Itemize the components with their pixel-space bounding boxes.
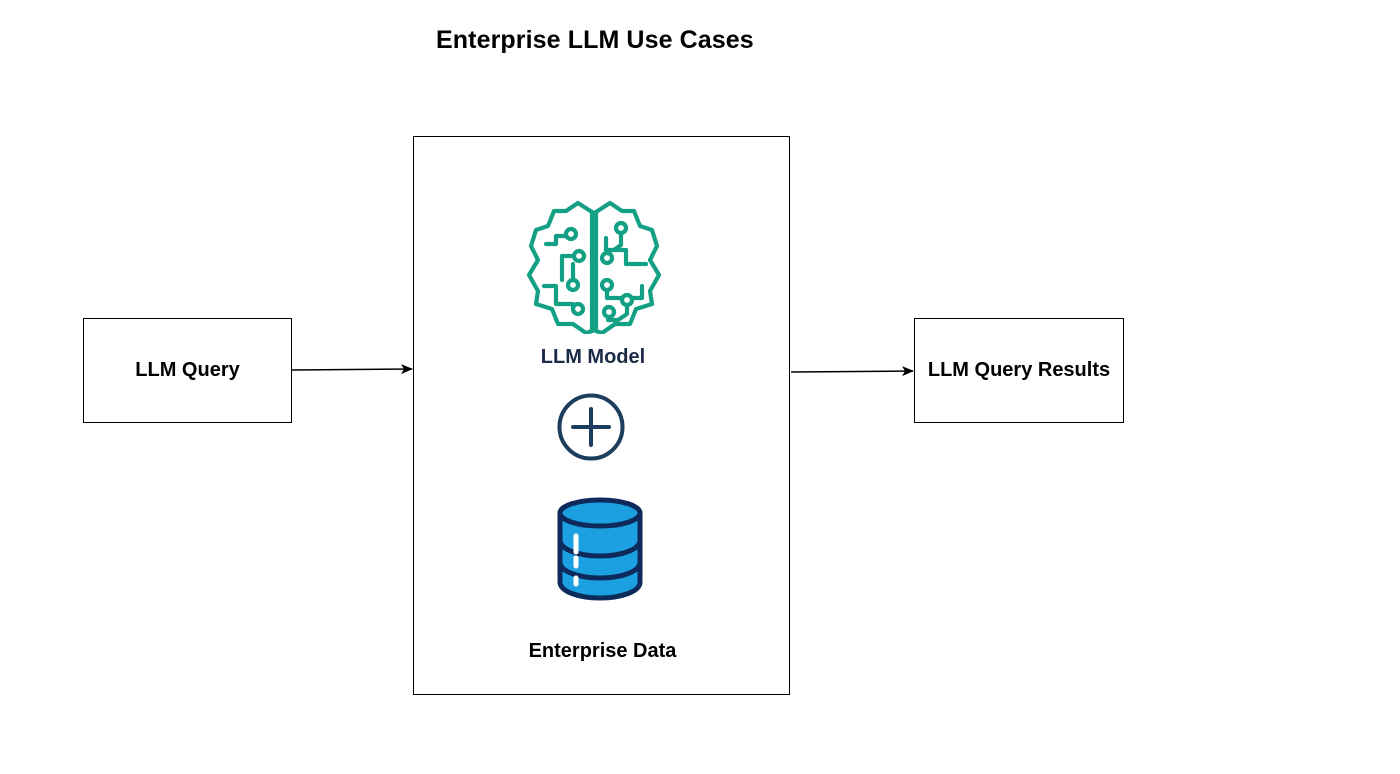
llm-query-results-label: LLM Query Results (927, 359, 1111, 381)
enterprise-data-label: Enterprise Data (528, 640, 677, 662)
arrow-center-to-results (790, 366, 914, 377)
database-icon (556, 496, 646, 601)
llm-enterprise-container (413, 136, 790, 695)
diagram-title: Enterprise LLM Use Cases (436, 26, 754, 54)
llm-model-label: LLM Model (540, 346, 646, 368)
llm-query-node: LLM Query (83, 318, 292, 423)
plus-circle-icon (556, 392, 626, 462)
llm-query-label: LLM Query (135, 359, 240, 381)
llm-query-results-node: LLM Query Results (914, 318, 1124, 423)
arrow-query-to-center (291, 364, 413, 375)
brain-circuit-icon (526, 200, 662, 336)
